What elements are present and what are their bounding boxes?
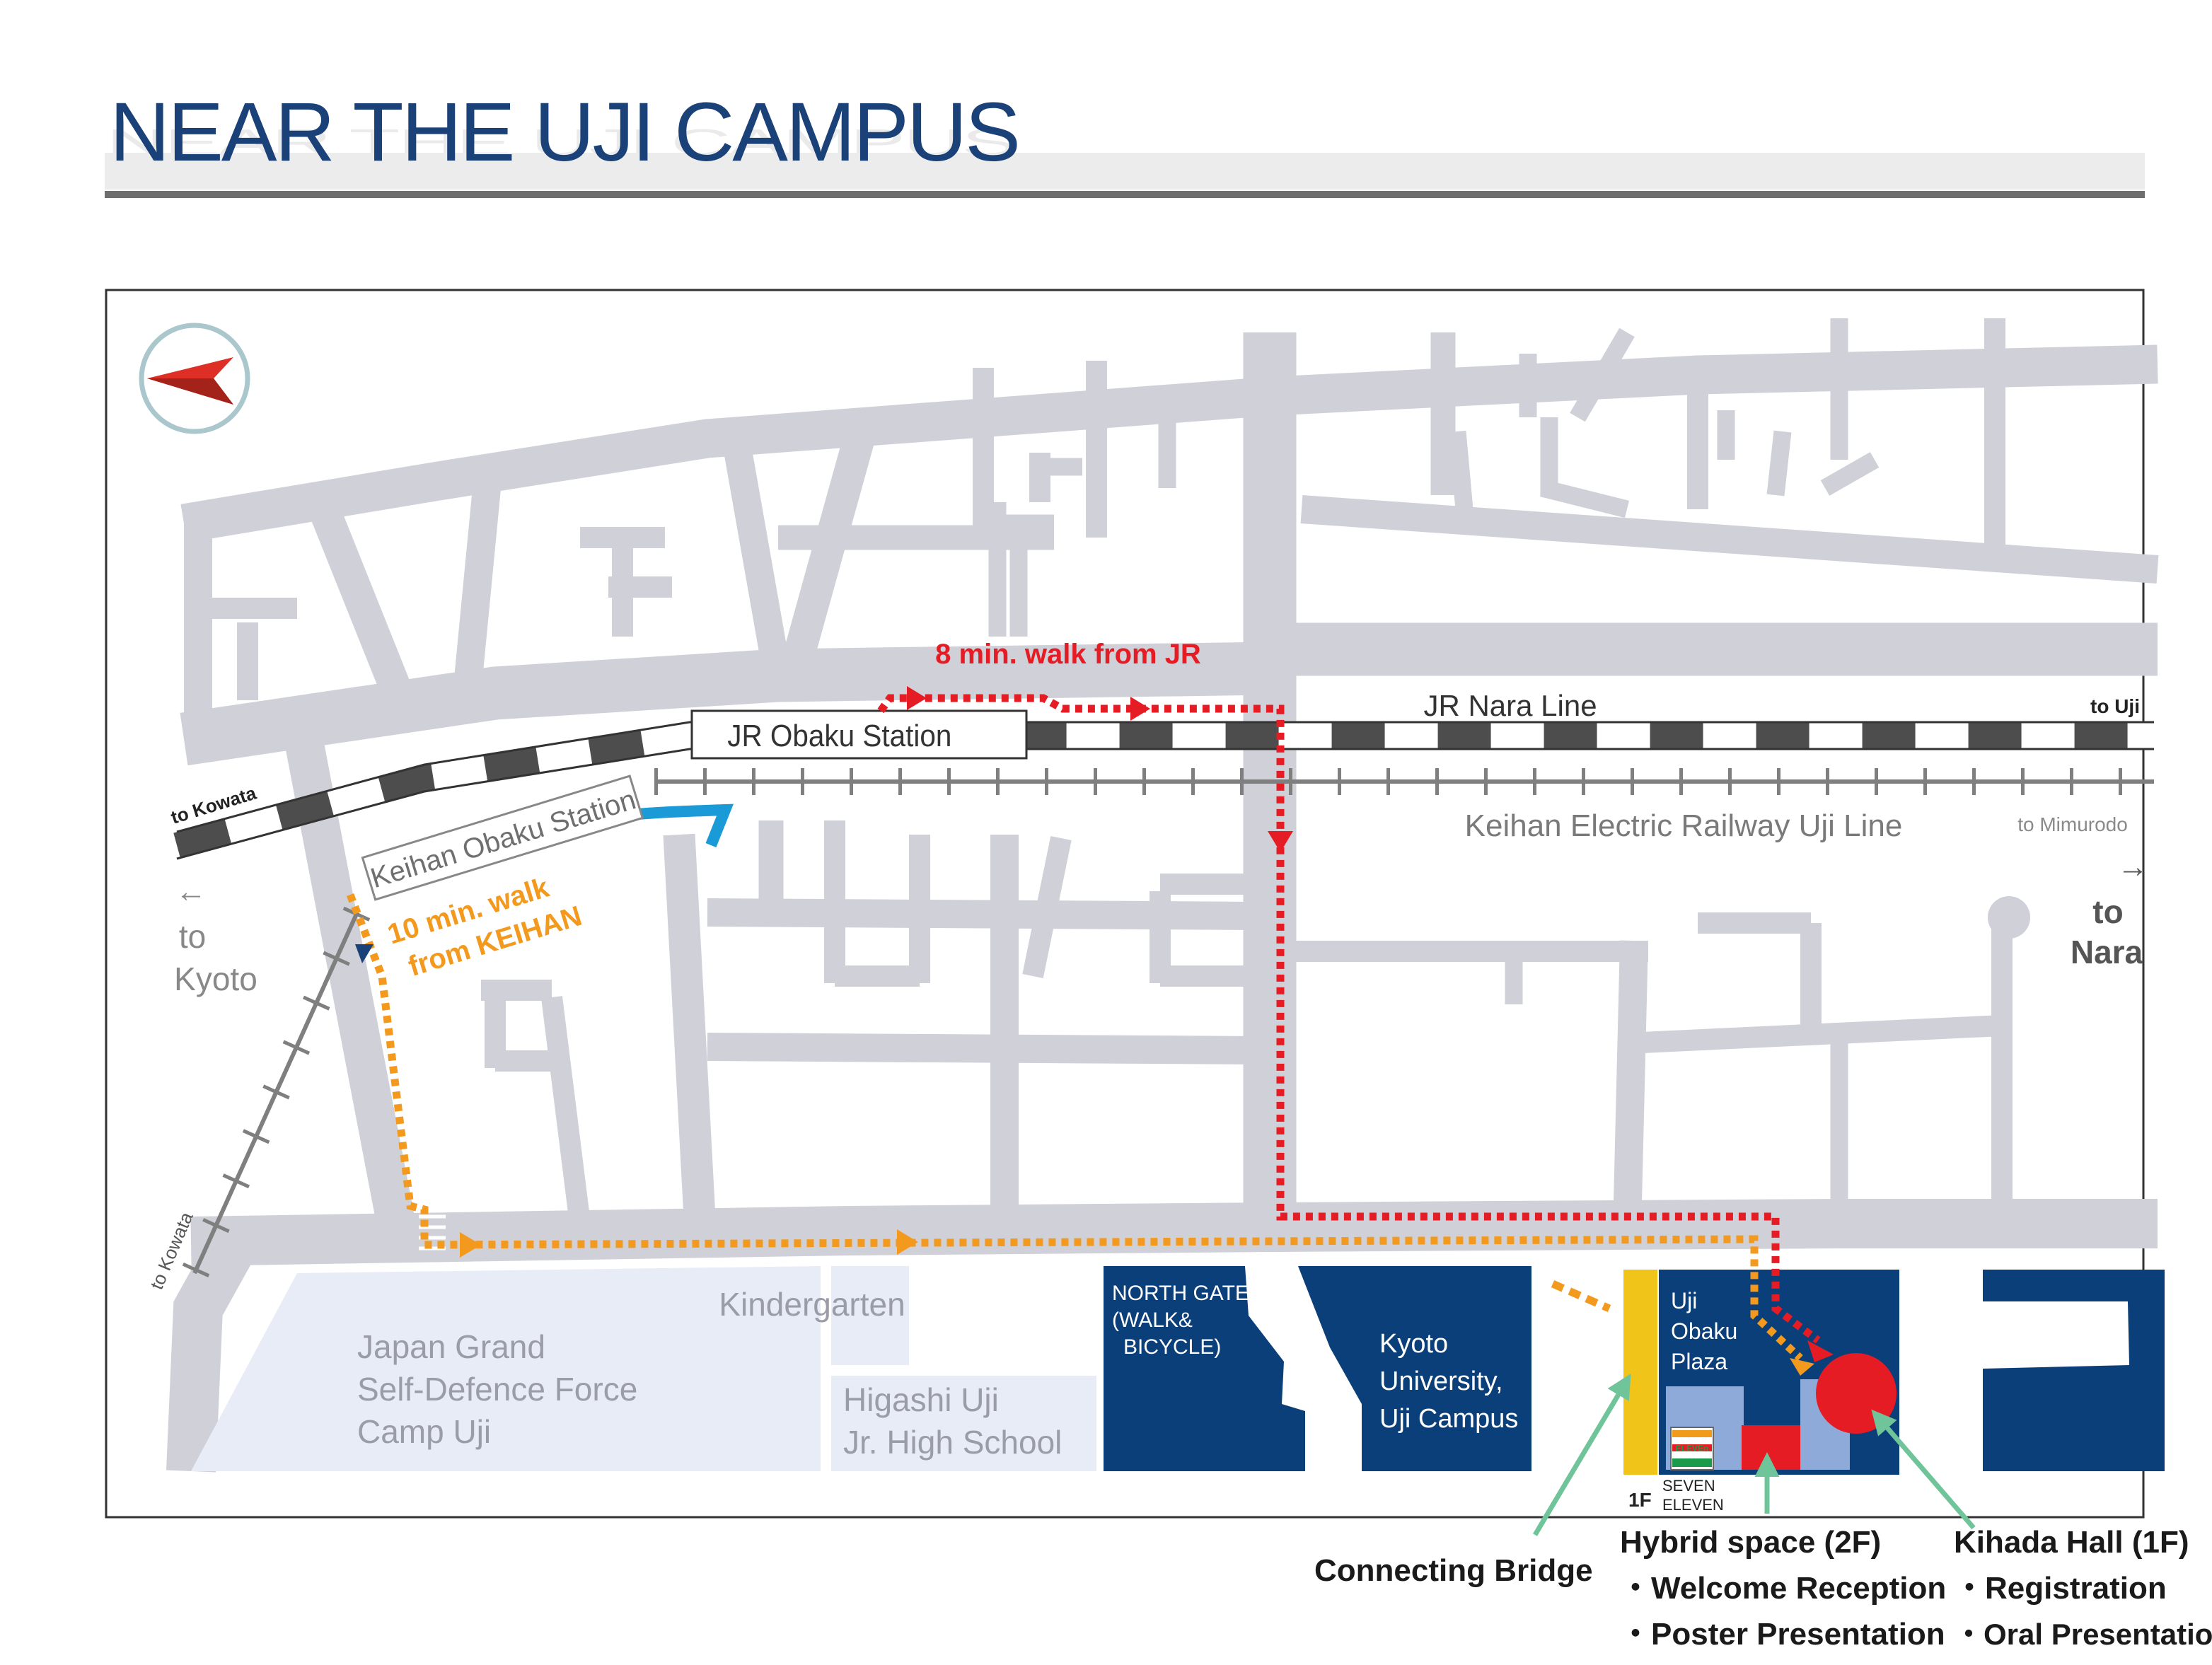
- to-kyoto-arrow-icon: ←: [175, 874, 207, 909]
- kyoto-university-building: [1298, 1266, 1531, 1471]
- kihada-hall-item-2: ・Oral Presentation: [1954, 1618, 2212, 1651]
- sdf-camp-area: [191, 1266, 821, 1471]
- connecting-bridge: [1623, 1270, 1657, 1475]
- kihada-hall-title: Kihada Hall (1F): [1954, 1525, 2189, 1560]
- seven-eleven-logo-text: ELEVEn: [1676, 1444, 1709, 1454]
- keihan-station-frame: [361, 775, 644, 901]
- seven-eleven-logo-icon: ELEVEn: [1670, 1427, 1714, 1470]
- hybrid-space: [1742, 1425, 1800, 1470]
- north-gate-label-2: (WALK&: [1112, 1309, 1193, 1332]
- jr-nara-line: [173, 721, 2154, 860]
- bridge-path-dash: [1551, 1280, 1611, 1313]
- keihan-route-arrow-icon: [897, 1229, 918, 1255]
- higashi-uji-label-2: Jr. High School: [843, 1424, 1062, 1461]
- hybrid-space-title: Hybrid space (2F): [1620, 1525, 1881, 1560]
- keihan-route-arrow-icon: [1790, 1358, 1814, 1376]
- floor-label: 1F: [1628, 1489, 1652, 1511]
- title-band: [105, 153, 2145, 190]
- jr-line-label: JR Nara Line: [1423, 689, 1597, 722]
- keihan-route-arrow-icon: [460, 1232, 481, 1258]
- road-network: [166, 318, 2159, 1473]
- higashi-uji-area: [831, 1376, 1096, 1471]
- kihada-pointer: [1871, 1409, 1976, 1530]
- to-uji-label: to Uji: [2090, 695, 2140, 717]
- jr-station-box: [690, 709, 1028, 760]
- jr-route-arrow-icon: [907, 686, 927, 710]
- bridge-pointer: [1532, 1373, 1631, 1536]
- kindergarten-label: Kindergarten: [719, 1286, 905, 1323]
- keihan-line-label: Keihan Electric Railway Uji Line: [1465, 808, 1903, 843]
- jr-route-arrow-icon: [1130, 697, 1150, 721]
- east-building: [1983, 1270, 2165, 1471]
- seven-eleven-label-2: ELEVEN: [1662, 1496, 1724, 1514]
- north-gate-label-1: NORTH GATE: [1112, 1282, 1249, 1305]
- seven-eleven-label-1: SEVEN: [1662, 1477, 1715, 1495]
- higashi-uji-label-1: Higashi Uji: [843, 1381, 999, 1418]
- keihan-walk-route: [346, 893, 1803, 1362]
- north-gate-building: [1104, 1266, 1305, 1471]
- to-kyoto-line2: Kyoto: [174, 961, 257, 997]
- jr-route-arrow-icon: [1807, 1340, 1834, 1362]
- uji-obaku-plaza-label-1: Uji: [1671, 1288, 1697, 1313]
- north-gate-label-3: BICYCLE): [1123, 1335, 1221, 1359]
- kihada-hall-item-1: ・Registration: [1954, 1571, 2167, 1606]
- sdf-camp-label-2: Self-Defence Force: [357, 1371, 637, 1408]
- keihan-start-arrow-icon: [355, 944, 374, 963]
- jr-walk-route: [877, 694, 1821, 1344]
- uji-obaku-plaza-label-3: Plaza: [1671, 1349, 1727, 1374]
- kyoto-university-label-1: Kyoto: [1379, 1329, 1448, 1359]
- kyoto-university-label-2: University,: [1379, 1367, 1503, 1396]
- hybrid-space-item-2: ・Poster Presentation: [1620, 1617, 1945, 1652]
- jr-route-arrow-icon: [1268, 831, 1293, 852]
- kyoto-university-label-3: Uji Campus: [1379, 1404, 1518, 1434]
- roundabout: [1988, 896, 2030, 939]
- to-nara-arrow-icon: →: [2117, 849, 2148, 884]
- sdf-camp-label-1: Japan Grand: [357, 1328, 545, 1365]
- to-nara-line2: Nara: [2071, 934, 2143, 970]
- connecting-bridge-label: Connecting Bridge: [1314, 1553, 1593, 1588]
- to-nara-line1: to: [2092, 893, 2123, 930]
- to-kyoto-line1: to: [179, 918, 206, 955]
- hybrid-space-item-1: ・Welcome Reception: [1620, 1571, 1946, 1606]
- title-rule: [105, 191, 2145, 198]
- to-mimurodo-label: to Mimurodo: [2017, 813, 2128, 835]
- kindergarten-area: [831, 1266, 909, 1365]
- sdf-camp-label-3: Camp Uji: [357, 1413, 491, 1450]
- compass-icon: [139, 323, 250, 434]
- keihan-uji-line: [181, 768, 2154, 1280]
- page-title: NEAR THE UJI CAMPUS: [110, 86, 1021, 179]
- jr-walk-label: 8 min. walk from JR: [935, 639, 1201, 670]
- uji-obaku-plaza-label-2: Obaku: [1671, 1318, 1737, 1344]
- jr-station-label: JR Obaku Station: [727, 718, 951, 753]
